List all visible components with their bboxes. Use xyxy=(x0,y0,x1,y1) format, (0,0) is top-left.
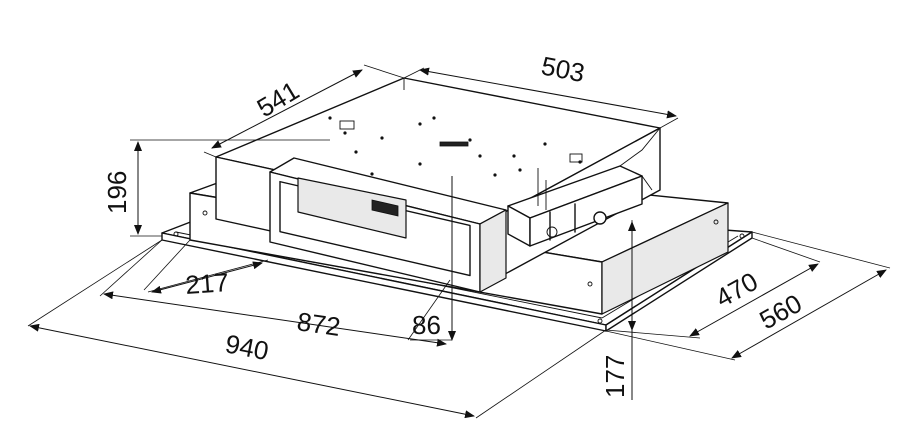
outlet-collar xyxy=(269,157,507,293)
dim-line-541 xyxy=(211,69,363,149)
dim-line-872 xyxy=(103,291,447,347)
dim-label-196: 196 xyxy=(102,171,132,214)
dim-line-503 xyxy=(419,67,677,119)
dimension-lines xyxy=(29,67,887,419)
dim-label-470: 470 xyxy=(710,266,762,313)
dim-label-86: 86 xyxy=(412,310,441,340)
dim-line-217 xyxy=(151,261,263,294)
dim-label-503: 503 xyxy=(539,50,587,88)
dim-label-940: 940 xyxy=(223,328,271,366)
dim-label-217: 217 xyxy=(184,267,229,300)
dim-line-560 xyxy=(731,269,887,359)
dim-label-177: 177 xyxy=(600,355,630,398)
control-unit xyxy=(507,127,661,247)
dim-label-872: 872 xyxy=(295,306,342,342)
dim-line-940 xyxy=(29,323,475,419)
dim-label-541: 541 xyxy=(252,75,305,123)
